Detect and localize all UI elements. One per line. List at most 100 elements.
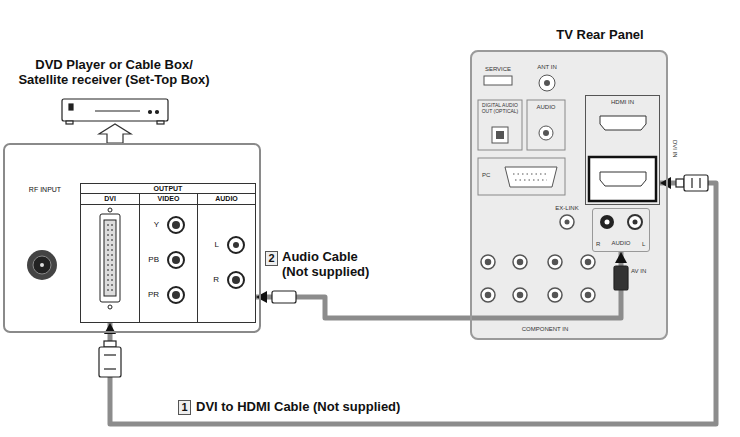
port-label: DVI IN [671,140,678,158]
tv-pc-audio [527,100,565,150]
tv-audio-in-jacks [628,215,642,229]
tv-optical-out [492,127,508,143]
tv-service-port [484,76,512,85]
dvi-port [108,224,109,292]
dvi-plug [99,341,121,377]
port-label: AUDIO [528,104,564,111]
tv-pc-audio [527,100,565,150]
tv-hdmi-ports [589,157,656,201]
audio-plug [614,266,628,290]
tv-exlink-jack [560,215,574,229]
tv-pc-port [513,174,549,175]
tv-component-jacks [481,255,495,269]
tv-pc-port [505,167,557,187]
tv-pc-port [515,180,547,181]
tv-component-jacks [548,255,562,269]
callout-number: 2 [265,251,278,266]
port-label: PC [482,172,490,179]
tv-component-jacks [548,288,562,302]
audio-output-column: AUDIO [197,193,256,323]
tv-component-jacks [481,255,595,302]
tv-service-port [484,76,512,85]
rf-input-jack [27,250,57,280]
tv-component-jacks [518,260,523,265]
player-icon [69,104,73,110]
tv-pc-audio [539,126,553,140]
hdmi-plug [699,178,700,188]
dvi-port [108,208,112,212]
column-heading: AUDIO [198,194,255,205]
jack-label: PR [143,290,159,299]
device-output-panel: OUTPUTDVIVIDEOAUDIO [3,143,261,333]
audio-out-jacks [232,276,240,284]
tv-component-jacks [553,260,558,265]
audio-out-jacks [228,237,244,253]
tv-hdmi-ports [600,172,646,186]
port-label: COMPONENT IN [495,326,595,333]
audio-plug [272,291,296,303]
video-output-column: VIDEO [139,193,198,323]
player-icon [149,111,152,114]
hdmi-plug [684,175,708,191]
tv-optical-out [478,100,522,150]
dvi-port [112,224,113,292]
port-label: DIGITAL AUDIO OUT (OPTICAL) [479,103,521,115]
tv-panel-ground [470,50,668,340]
tv-component-jacks [518,293,523,298]
player-icon [95,110,140,111]
cable-label: Audio Cable (Not supplied) [282,250,380,280]
port-group-label: AUDIO [593,240,649,247]
tv-pc-audio [543,130,549,136]
jack-label: L [642,241,645,248]
tv-hdmi-ports [600,116,646,130]
video-jacks [172,291,180,299]
tv-hdmi-ports [589,116,656,201]
port-label: RF INPUT [17,186,73,194]
player-icon [156,111,159,114]
tv-component-jacks [513,255,527,269]
port-label: ANT IN [527,64,567,71]
video-jacks [168,217,184,233]
cable-connector [104,177,716,424]
tv-audio-in-jacks [605,220,610,225]
tv-component-jacks [513,288,527,302]
jack-label: PB [143,255,159,264]
dvi-port [100,208,120,309]
player-icon [66,121,73,124]
arrowhead [615,252,627,263]
dvi-plug [104,341,116,347]
hdmi-plug [676,175,708,191]
column-heading: DVI [81,194,139,205]
zoom-arrow [99,124,131,143]
tv-component-jacks [581,255,595,269]
tv-component-jacks [486,293,491,298]
tv-antenna-jack [544,80,550,86]
tv-pc-port [478,158,565,195]
tv-component-jacks [486,260,491,265]
tv-component-jacks [586,260,591,265]
tv-audio-in-jacks [600,215,642,229]
tv-rear-panel: TV Rear PanelHDMI INAUDIO [470,50,668,340]
arrowhead [660,177,671,189]
port-label: EX-LINK [547,205,587,212]
jack-label: R [203,275,219,284]
cable-label: DVI to HDMI Cable (Not supplied) [196,400,456,415]
tv-optical-out [478,100,522,150]
player-icon [62,99,168,121]
audio-out-jacks [228,272,244,288]
rf-input-jack [33,256,51,274]
rf-input-jack [27,250,57,280]
dvi-port [104,220,116,296]
tv-component-jacks [553,293,558,298]
video-jacks [168,287,184,303]
jack-label: R [596,241,600,248]
rf-input-jack [40,263,44,267]
audio-out-jacks [233,242,239,248]
dvi-output-column: DVI [80,193,140,323]
hdmi-plug [676,179,684,187]
video-jacks [168,252,184,268]
tv-optical-out [496,131,504,139]
dvi-plug [104,368,116,369]
